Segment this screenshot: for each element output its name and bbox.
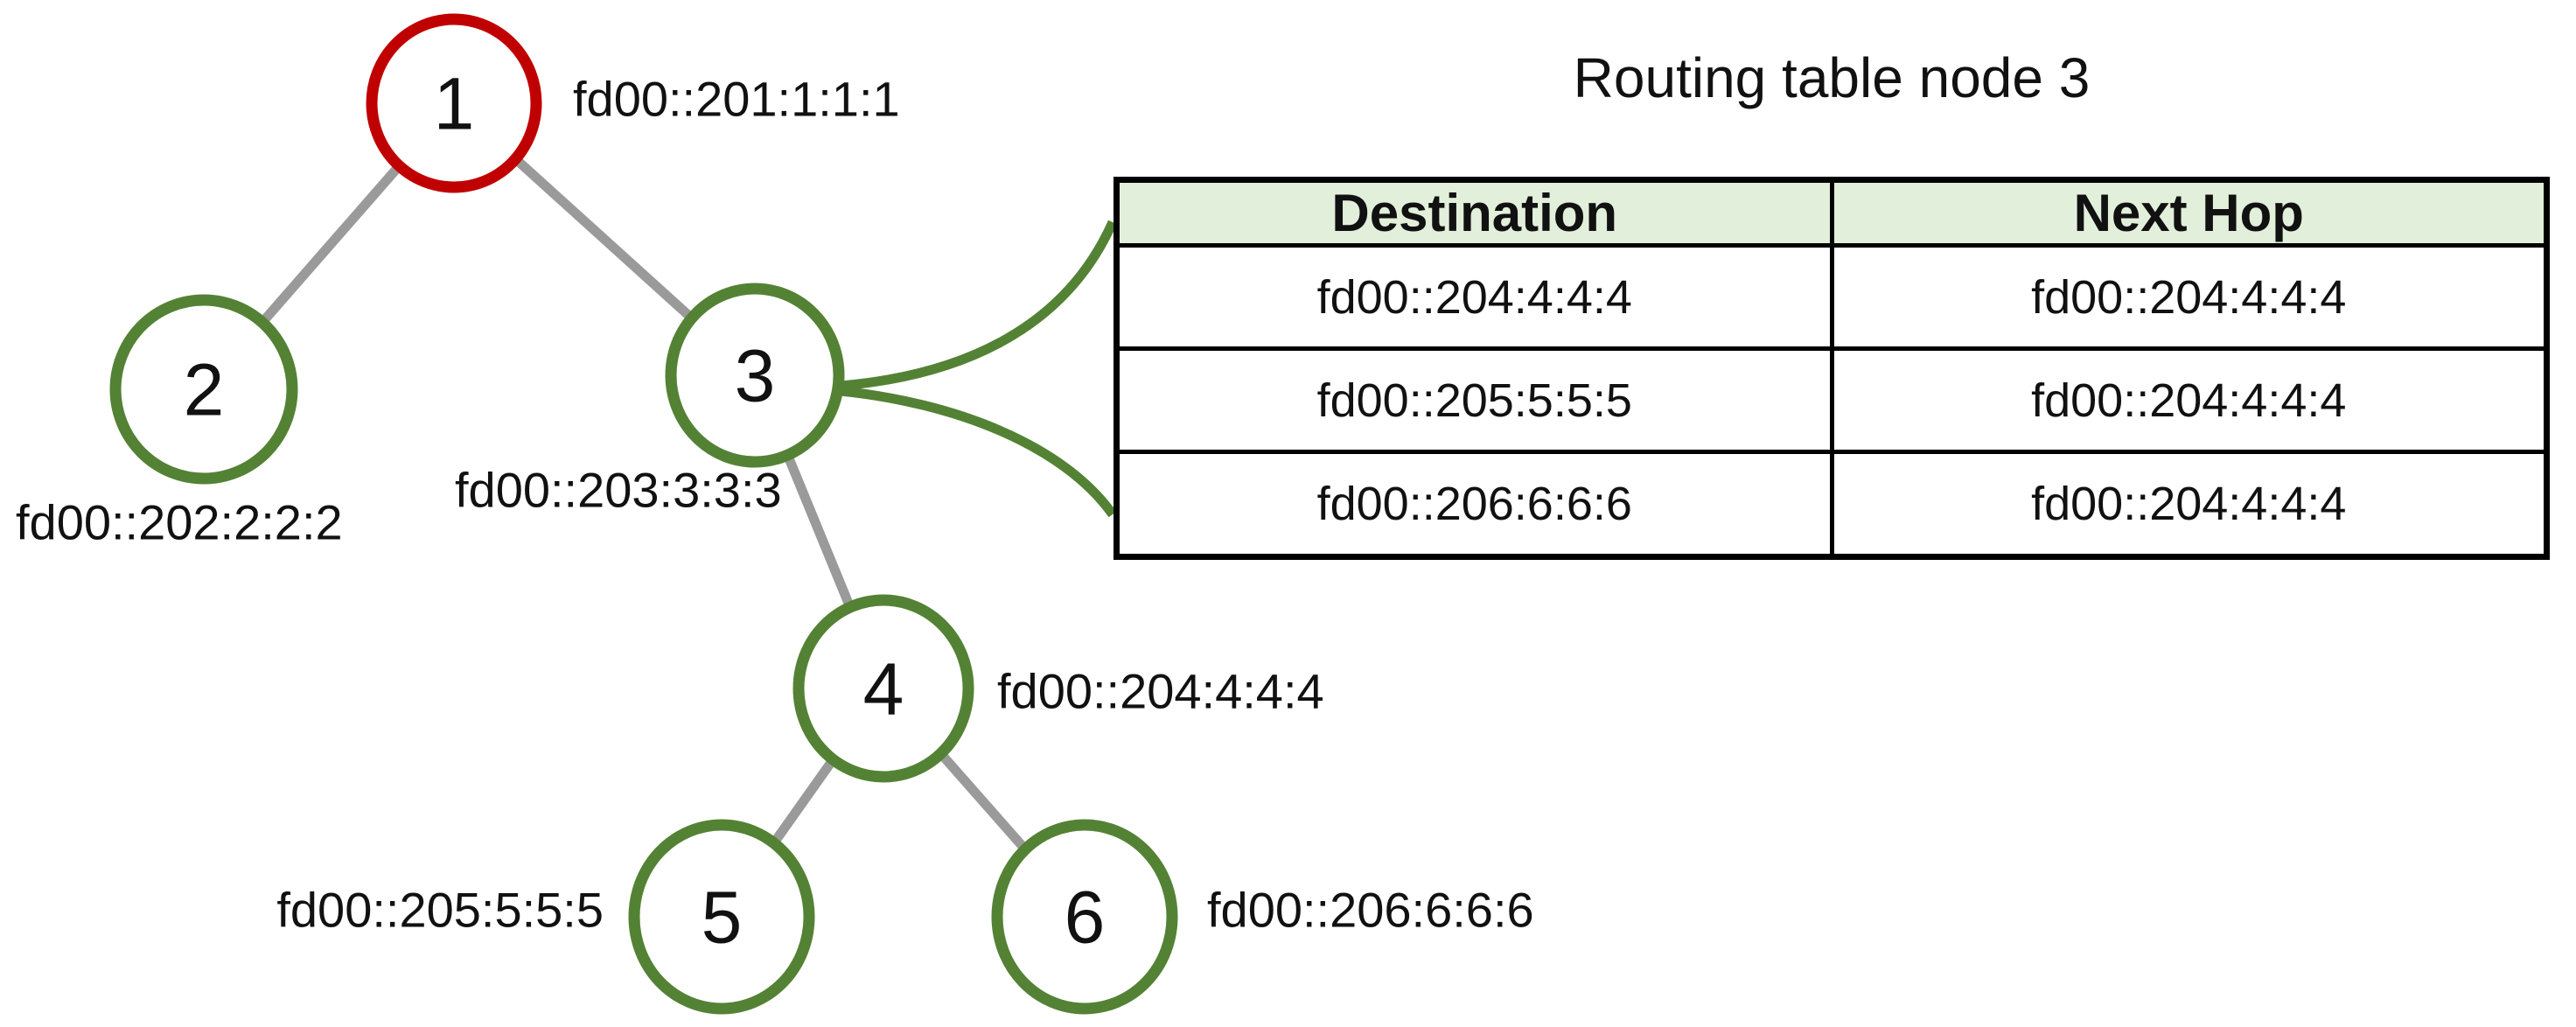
- table-row: fd00::204:4:4:4 fd00::204:4:4:4: [1114, 242, 2549, 352]
- next-hop-cell: fd00::204:4:4:4: [1829, 242, 2549, 352]
- node-4-circle: [792, 594, 974, 783]
- destination-cell: fd00::206:6:6:6: [1114, 450, 1834, 559]
- node-4-id: 4: [863, 647, 904, 730]
- next-hop-cell: fd00::204:4:4:4: [1829, 450, 2549, 559]
- routing-table: Destination Next Hop fd00::204:4:4:4 fd0…: [1113, 177, 2550, 560]
- destination-cell: fd00::204:4:4:4: [1114, 242, 1834, 352]
- routing-table-grid: Destination Next Hop fd00::204:4:4:4 fd0…: [1113, 177, 2550, 560]
- node-6-circle: [991, 819, 1178, 1015]
- node-1-address-label: fd00::201:1:1:1: [573, 72, 900, 127]
- routing-table-header-row: Destination Next Hop: [1114, 178, 2549, 248]
- brace-lower-curve: [840, 386, 1117, 518]
- column-header-next-hop: Next Hop: [1829, 178, 2549, 248]
- brace-upper-curve: [840, 220, 1118, 391]
- node-2-id: 2: [184, 348, 225, 430]
- node-3-address-label: fd00::203:3:3:3: [455, 463, 782, 518]
- brace-group: [840, 220, 1118, 518]
- column-header-destination: Destination: [1114, 178, 1834, 248]
- next-hop-cell: fd00::204:4:4:4: [1829, 346, 2549, 455]
- node-1-id: 1: [434, 62, 475, 144]
- node-4-address-label: fd00::204:4:4:4: [997, 664, 1324, 719]
- node-5-circle: [628, 819, 815, 1015]
- node-2-circle: [109, 294, 298, 485]
- node-3-id: 3: [735, 334, 776, 416]
- table-row: fd00::206:6:6:6 fd00::204:4:4:4: [1114, 450, 2549, 559]
- node-3-circle: [665, 283, 845, 468]
- node-5-id: 5: [702, 876, 743, 958]
- node-1-circle: [366, 13, 542, 193]
- node-6-id: 6: [1065, 876, 1106, 958]
- node-2-address-label: fd00::202:2:2:2: [16, 495, 343, 550]
- node-6-address-label: fd00::206:6:6:6: [1207, 883, 1534, 938]
- node-5-address-label: fd00::205:5:5:5: [276, 883, 604, 938]
- routing-table-title: Routing table node 3: [1573, 46, 2091, 109]
- table-row: fd00::205:5:5:5 fd00::204:4:4:4: [1114, 346, 2549, 455]
- destination-cell: fd00::205:5:5:5: [1114, 346, 1834, 455]
